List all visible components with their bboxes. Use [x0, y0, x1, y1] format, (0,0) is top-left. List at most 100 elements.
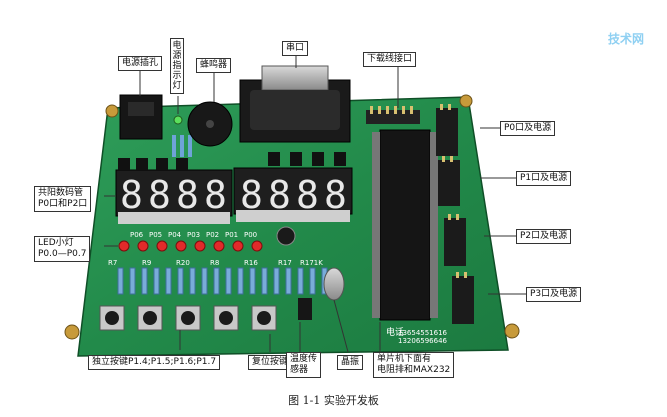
- resistor: [285, 267, 292, 295]
- led-silk-label: P05: [149, 231, 162, 239]
- download-header: [366, 106, 420, 124]
- resistor: [261, 267, 268, 295]
- label-download: 下载线接口: [363, 52, 417, 67]
- label-led: LED小灯 P0.0—P0.7: [34, 236, 91, 262]
- label-segment-line2: P0口和P2口: [38, 199, 88, 209]
- resistor: [249, 267, 256, 295]
- label-power-jack: 电源插孔: [118, 56, 163, 71]
- label-segment-display: 共阳数码管 P0口和P2口: [34, 186, 92, 212]
- small-resistors-top: [172, 135, 192, 157]
- label-mcu-line2: 电阻排和MAX232: [377, 365, 451, 375]
- resistor: [237, 267, 244, 295]
- push-button-cap: [181, 311, 195, 325]
- red-led: [156, 240, 168, 252]
- resistor-silk-label: R20: [176, 259, 190, 267]
- resistor-silk-label: R16: [244, 259, 258, 267]
- segment-digit: 8: [120, 173, 143, 217]
- red-leds: [118, 240, 263, 252]
- electrolytic-cap: [276, 226, 296, 246]
- label-p2-port: P2口及电源: [516, 229, 572, 244]
- resistor: [309, 267, 316, 295]
- label-temp-line1: 温度传: [290, 354, 318, 364]
- resistor: [297, 267, 304, 295]
- mcu-chip: [379, 129, 431, 321]
- resistor: [201, 267, 208, 295]
- red-led: [175, 240, 187, 252]
- resistor: [213, 267, 220, 295]
- leader-lines: [104, 54, 526, 353]
- label-crystal: 晶振: [337, 355, 364, 370]
- red-led: [118, 240, 130, 252]
- resistor: [117, 267, 124, 295]
- resistor: [225, 267, 232, 295]
- label-p0-port: P0口及电源: [500, 121, 556, 136]
- resistor-silk-label: R17: [278, 259, 292, 267]
- label-segment-line1: 共阳数码管: [38, 188, 84, 198]
- label-temp-sensor: 温度传 感器: [286, 352, 322, 378]
- watermark: 技术网: [608, 32, 645, 46]
- led-silk-label: P00: [244, 231, 257, 239]
- resistor: [153, 267, 160, 295]
- led-silk-label: P03: [187, 231, 200, 239]
- label-serial: 串口: [282, 41, 309, 56]
- resistor: [177, 267, 184, 295]
- red-led: [194, 240, 206, 252]
- segment-digit: 8: [324, 173, 347, 217]
- push-button-body: [175, 305, 201, 331]
- phone-number: 13654551616: [398, 329, 448, 337]
- led-silk-label: P04: [168, 231, 182, 239]
- resistor: [165, 267, 172, 295]
- label-p3-port: P3口及电源: [526, 287, 582, 302]
- resistor: [273, 267, 280, 295]
- label-mcu-line1: 单片机下面有: [377, 354, 432, 364]
- red-led: [251, 240, 263, 252]
- segment-digit: 8: [176, 173, 199, 217]
- port-headers: [436, 108, 474, 324]
- label-temp-line2: 感器: [290, 365, 309, 375]
- red-led: [137, 240, 149, 252]
- segment-digit: 8: [296, 173, 319, 217]
- seven-segment-displays: [115, 167, 353, 224]
- red-led: [232, 240, 244, 252]
- label-led-line1: LED小灯: [38, 238, 74, 248]
- resistor: [189, 267, 196, 295]
- serial-port: [239, 65, 351, 143]
- transistors: [118, 152, 346, 170]
- label-keys: 独立按键P1.4;P1.5;P1.6;P1.7: [88, 355, 221, 370]
- resistor: [129, 267, 136, 295]
- segment-digit: 8: [148, 173, 171, 217]
- resistor: [141, 267, 148, 295]
- red-led: [213, 240, 225, 252]
- segment-digit: 8: [268, 173, 291, 217]
- label-mcu: 单片机下面有 电阻排和MAX232: [373, 352, 455, 378]
- figure-caption: 图 1-1 实验开发板: [288, 394, 379, 407]
- phone-number-2: 13206596646: [398, 337, 448, 345]
- led-silk-label: P01: [225, 231, 238, 239]
- label-buzzer: 蜂鸣器: [196, 58, 232, 73]
- r17-silk-label: R171K: [300, 259, 323, 267]
- standoff-screws: [64, 94, 520, 340]
- push-button-cap: [143, 311, 157, 325]
- led-silk-label: P06: [130, 231, 144, 239]
- power-jack: [119, 94, 163, 140]
- led-silk-label: P02: [206, 231, 219, 239]
- resistor-silk-label: R9: [142, 259, 151, 267]
- resistor-silk-label: R7: [108, 259, 117, 267]
- label-led-line2: P0.0—P0.7: [38, 249, 87, 259]
- label-power-led: 电源指示灯: [170, 38, 184, 94]
- power-led: [173, 115, 183, 125]
- push-button-cap: [105, 311, 119, 325]
- label-p1-port: P1口及电源: [516, 171, 572, 186]
- push-button-cap: [257, 311, 271, 325]
- segment-digit: 8: [240, 173, 263, 217]
- push-buttons: [99, 305, 277, 331]
- resistors-row: [117, 267, 328, 295]
- temperature-sensor: [298, 298, 312, 320]
- resistor-silk-label: R8: [210, 259, 219, 267]
- push-button-cap: [219, 311, 233, 325]
- phone-text: 电话: [386, 326, 404, 338]
- segment-digit: 8: [204, 173, 227, 217]
- crystal: [323, 267, 345, 301]
